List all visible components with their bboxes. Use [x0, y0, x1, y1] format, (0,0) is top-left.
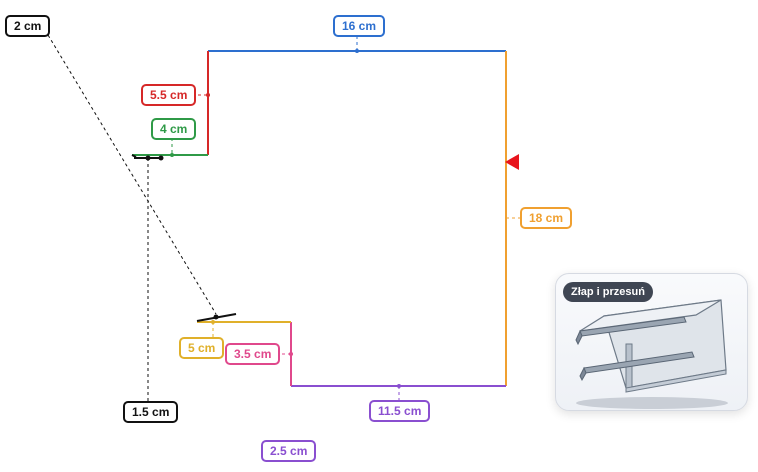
profile-3d-icon: [575, 299, 728, 409]
leader-2cm: [44, 29, 217, 315]
dot-flange-left-b: [158, 155, 164, 161]
dot-left-step: [206, 93, 210, 97]
dot-bottom: [397, 384, 401, 388]
label-flange-top[interactable]: 2 cm: [5, 15, 51, 37]
drag-hint-badge: Złap i przesuń: [563, 282, 653, 302]
label-flange-left[interactable]: 1.5 cm: [123, 401, 179, 423]
label-right-height[interactable]: 18 cm: [520, 207, 573, 229]
dot-inner-step: [289, 352, 293, 356]
dot-flange-left-a: [145, 155, 151, 161]
label-inner-step-height[interactable]: 3.5 cm: [225, 343, 281, 365]
dot-bottom-ledge: [211, 320, 215, 324]
dot-top: [355, 49, 359, 53]
label-bottom-width[interactable]: 11.5 cm: [369, 400, 431, 422]
label-bottom-ledge[interactable]: 5 cm: [179, 337, 225, 359]
dot-flange-bottom: [213, 314, 219, 320]
drag-preview-card[interactable]: Złap i przesuń: [555, 273, 748, 411]
label-left-ledge[interactable]: 4 cm: [151, 118, 197, 140]
label-loose[interactable]: 2.5 cm: [261, 440, 317, 462]
red-arrow-marker-icon[interactable]: [505, 154, 519, 170]
label-left-step-height[interactable]: 5.5 cm: [141, 84, 197, 106]
label-top-width[interactable]: 16 cm: [333, 15, 386, 37]
dot-left-ledge: [170, 153, 174, 157]
